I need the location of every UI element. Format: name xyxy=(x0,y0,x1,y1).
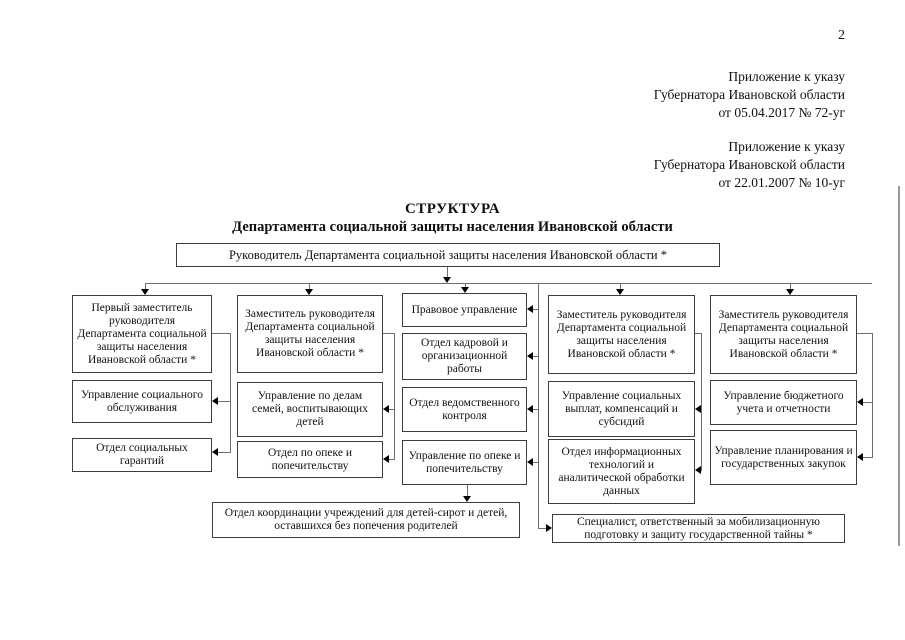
decree-annotation-1-line3: от 05.04.2017 № 72-уг xyxy=(718,105,845,120)
arrowhead-down-icon xyxy=(305,289,313,295)
org-box-deputy-head-3: Заместитель руководителя Департамента со… xyxy=(710,295,857,374)
org-box-legal-dept: Правовое управление xyxy=(402,293,527,327)
org-box-department-head: Руководитель Департамента социальной защ… xyxy=(176,243,720,267)
org-box-mobilization-specialist: Специалист, ответственный за мобилизацио… xyxy=(552,514,845,543)
arrowhead-down-icon xyxy=(786,289,794,295)
connector-col1-bracket-top xyxy=(212,333,231,335)
arrowhead-left-icon xyxy=(527,405,533,413)
connector-root-stem xyxy=(447,267,449,278)
arrowhead-left-icon xyxy=(857,398,863,406)
connector-drop-col5 xyxy=(790,283,792,290)
org-box-family-affairs-dept: Управление по делам семей, воспитывающих… xyxy=(237,382,383,437)
decree-annotation-2: Приложение к указу Губернатора Ивановско… xyxy=(654,138,845,192)
diagram-subtitle: Департамента социальной защиты населения… xyxy=(232,219,673,235)
org-box-deputy-head-1: Заместитель руководителя Департамента со… xyxy=(237,295,383,373)
org-box-it-analytics-dept: Отдел информационных технологий и аналит… xyxy=(548,439,695,504)
org-box-guardianship-directorate: Управление по опеке и попечительству xyxy=(402,440,527,485)
page-edge-line xyxy=(898,186,900,546)
arrowhead-down-icon xyxy=(141,289,149,295)
arrowhead-down-icon xyxy=(463,496,471,502)
connector-stub-hr xyxy=(531,356,539,358)
org-box-guardianship-dept: Отдел по опеке и попечительству xyxy=(237,441,383,478)
org-box-first-deputy-head: Первый заместитель руководителя Департам… xyxy=(72,295,212,373)
org-box-planning-procurement-dept: Управление планирования и государственны… xyxy=(710,430,857,485)
connector-col2-stub-2 xyxy=(389,459,395,461)
decree-annotation-2-line3: от 22.01.2007 № 10-уг xyxy=(718,175,845,190)
connector-col5-stub-1 xyxy=(863,402,873,404)
arrowhead-left-icon xyxy=(695,466,701,474)
connector-stub-control xyxy=(531,409,539,411)
connector-col4-bracket-top xyxy=(695,333,702,335)
arrowhead-left-icon xyxy=(212,448,218,456)
decree-annotation-2-line1: Приложение к указу xyxy=(728,139,845,154)
page-number: 2 xyxy=(838,28,845,43)
org-box-deputy-head-2: Заместитель руководителя Департамента со… xyxy=(548,295,695,374)
connector-drop-col3 xyxy=(465,283,467,288)
decree-annotation-1-line2: Губернатора Ивановской области xyxy=(653,87,845,102)
arrowhead-down-icon xyxy=(616,289,624,295)
connector-col1-stub-2 xyxy=(218,452,231,454)
connector-col2-stub-1 xyxy=(389,409,395,411)
arrowhead-left-icon xyxy=(383,455,389,463)
connector-center-feeder xyxy=(538,283,540,529)
org-box-hr-org-dept: Отдел кадровой и организационной работы xyxy=(402,333,527,380)
arrowhead-left-icon xyxy=(527,352,533,360)
arrowhead-left-icon xyxy=(857,453,863,461)
connector-col5-bracket-top xyxy=(857,333,873,335)
arrowhead-left-icon xyxy=(527,305,533,313)
connector-col2-bracket xyxy=(394,333,396,460)
decree-annotation-1-line1: Приложение к указу xyxy=(728,69,845,84)
org-box-internal-control-dept: Отдел ведомственного контроля xyxy=(402,387,527,432)
connector-stub-guardianship-dir xyxy=(531,462,539,464)
connector-drop-col4 xyxy=(620,283,622,290)
arrowhead-down-icon xyxy=(461,287,469,293)
connector-col4-stub-1 xyxy=(700,409,702,411)
org-box-social-guarantees-dept: Отдел социальных гарантий xyxy=(72,438,212,472)
org-box-payments-dept: Управление социальных выплат, компенсаци… xyxy=(548,381,695,437)
connector-orphans-drop xyxy=(467,485,469,497)
connector-stub-specialist xyxy=(538,528,547,530)
connector-drop-col1 xyxy=(145,283,147,290)
decree-annotation-2-line2: Губернатора Ивановской области xyxy=(653,157,845,172)
arrowhead-right-icon xyxy=(546,524,552,532)
connector-col5-bracket xyxy=(872,333,874,458)
org-box-budget-accounting-dept: Управление бюджетного учета и отчетности xyxy=(710,380,857,425)
connector-stub-legal xyxy=(531,309,539,311)
connector-col1-stub-1 xyxy=(218,401,231,403)
connector-col2-bracket-top xyxy=(383,333,395,335)
connector-col4-bracket xyxy=(701,333,703,471)
arrowhead-left-icon xyxy=(695,405,701,413)
arrowhead-left-icon xyxy=(212,397,218,405)
connector-drop-col2 xyxy=(309,283,311,290)
arrowhead-left-icon xyxy=(383,405,389,413)
arrowhead-left-icon xyxy=(527,458,533,466)
connector-col1-bracket xyxy=(230,333,232,453)
diagram-title: СТРУКТУРА xyxy=(404,201,501,217)
arrowhead-down-icon xyxy=(443,277,451,283)
connector-col5-stub-2 xyxy=(863,457,873,459)
connector-col4-stub-2 xyxy=(700,470,702,472)
decree-annotation-1: Приложение к указу Губернатора Ивановско… xyxy=(654,68,845,122)
org-box-social-services-dept: Управление социального обслуживания xyxy=(72,380,212,423)
org-box-orphans-coordination-dept: Отдел координации учреждений для детей-с… xyxy=(212,502,520,538)
connector-distribution-line xyxy=(145,283,872,285)
